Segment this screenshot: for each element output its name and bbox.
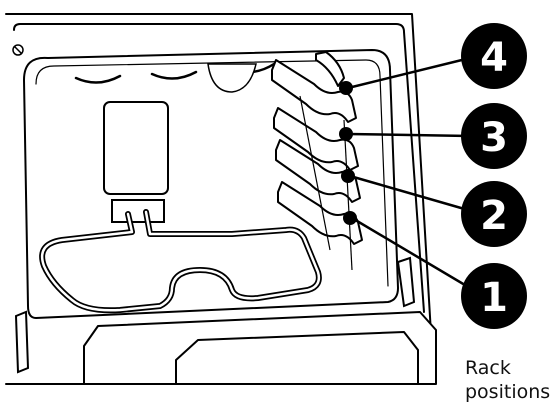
oven-light-icon: [207, 63, 257, 93]
leader-line-4: [346, 56, 472, 90]
screw-icon: [12, 44, 24, 56]
rack-marker-1: 1: [461, 263, 527, 329]
leader-line-1: [350, 216, 472, 290]
rack-marker-4-label: 4: [480, 35, 508, 81]
element-terminal-block: [111, 199, 165, 223]
rack-marker-4: 4: [461, 23, 527, 89]
broil-element-2: [150, 70, 198, 80]
door-edge: [97, 311, 421, 327]
door-hinge-right: [396, 256, 416, 308]
rack-support-3: [273, 107, 359, 171]
rack-support-4: [271, 59, 357, 123]
rack-marker-1-label: 1: [480, 275, 508, 321]
door-window: [175, 331, 419, 385]
rack-dot-2: [341, 169, 355, 183]
rack-hook-top: [315, 51, 345, 87]
broil-element-1: [74, 74, 122, 84]
oven-cavity-inner: [35, 59, 389, 287]
leader-line-2: [348, 174, 470, 212]
oven-frame-inner: [13, 23, 425, 313]
back-panel: [103, 101, 169, 195]
rack-support-2: [275, 139, 361, 203]
oven-cavity: [23, 49, 399, 319]
rack-dot-1: [343, 211, 357, 225]
rack-dot-4: [339, 81, 353, 95]
rack-marker-3-label: 3: [480, 115, 508, 161]
leader-line-3: [346, 132, 472, 138]
rack-positions-caption: Rack positions: [465, 356, 550, 404]
rack-marker-2: 2: [461, 181, 527, 247]
door-hinge-left: [14, 310, 30, 374]
rack-support-1: [277, 181, 363, 245]
caption-line-2: positions: [465, 381, 551, 403]
rack-marker-2-label: 2: [480, 193, 508, 239]
caption-line-1: Rack: [465, 357, 511, 379]
rack-marker-3: 3: [461, 103, 527, 169]
rack-dot-3: [339, 127, 353, 141]
